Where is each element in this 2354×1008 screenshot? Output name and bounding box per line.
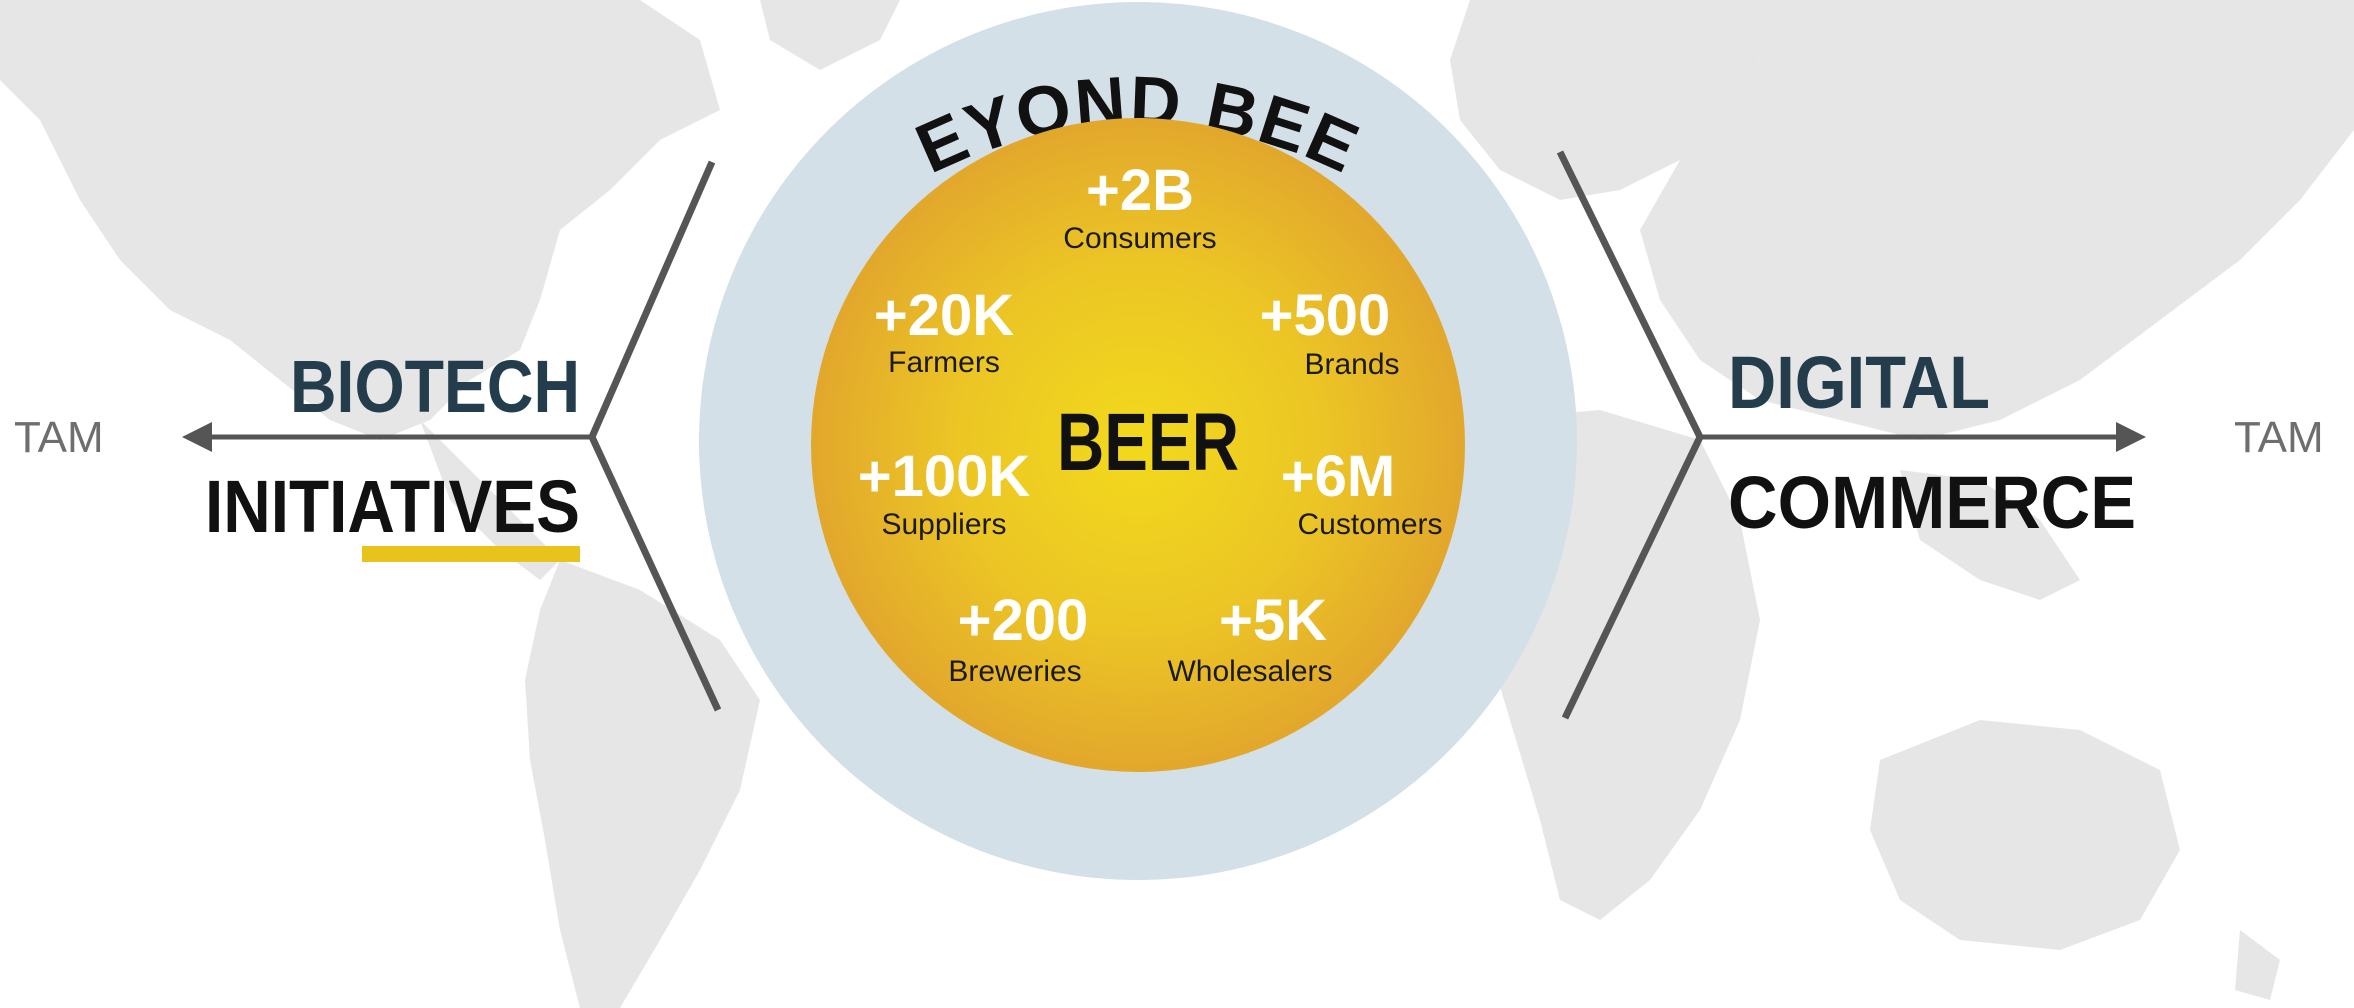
asia-shape [1640, 0, 2354, 440]
stat-value: +500 [1260, 283, 1391, 348]
stat-value: +200 [958, 588, 1089, 653]
beer-core-circle [811, 118, 1465, 772]
central-america-shape [420, 420, 560, 580]
left-tam-label: TAM [14, 413, 104, 462]
stat-label: Wholesalers [1167, 655, 1332, 688]
greenland-shape [760, 0, 900, 70]
beer-core-title: BEER [1057, 397, 1239, 488]
right-section: TAM DIGITAL COMMERCE [1556, 150, 2324, 720]
europe-shape [1450, 0, 1760, 200]
stat-label: Brands [1304, 348, 1399, 381]
stat-label: Breweries [948, 655, 1081, 688]
left-section: TAM BIOTECH INITIATIVES [14, 160, 722, 712]
right-title-top: DIGITAL [1728, 341, 1990, 424]
left-title-underline [362, 546, 580, 562]
southeast-asia-shape [1900, 470, 2080, 600]
stat-value: +100K [858, 444, 1031, 509]
stat-label: Customers [1297, 508, 1442, 541]
right-tam-label: TAM [2234, 413, 2324, 462]
left-title-top: BIOTECH [290, 345, 580, 428]
stat-label: Consumers [1063, 222, 1216, 255]
stat-label: Farmers [888, 346, 1000, 379]
north-america-shape [0, 0, 720, 440]
new-zealand-shape [2235, 930, 2280, 1000]
stat-value: +6M [1281, 444, 1395, 509]
australia-shape [1870, 720, 2180, 950]
stat-value: +20K [874, 283, 1014, 348]
south-america-shape [525, 560, 760, 1008]
stat-label: Suppliers [881, 508, 1006, 541]
right-title-bottom: COMMERCE [1728, 461, 2136, 544]
stat-value: +5K [1219, 588, 1327, 653]
left-title-bottom: INITIATIVES [205, 465, 580, 548]
stat-value: +2B [1086, 158, 1194, 223]
